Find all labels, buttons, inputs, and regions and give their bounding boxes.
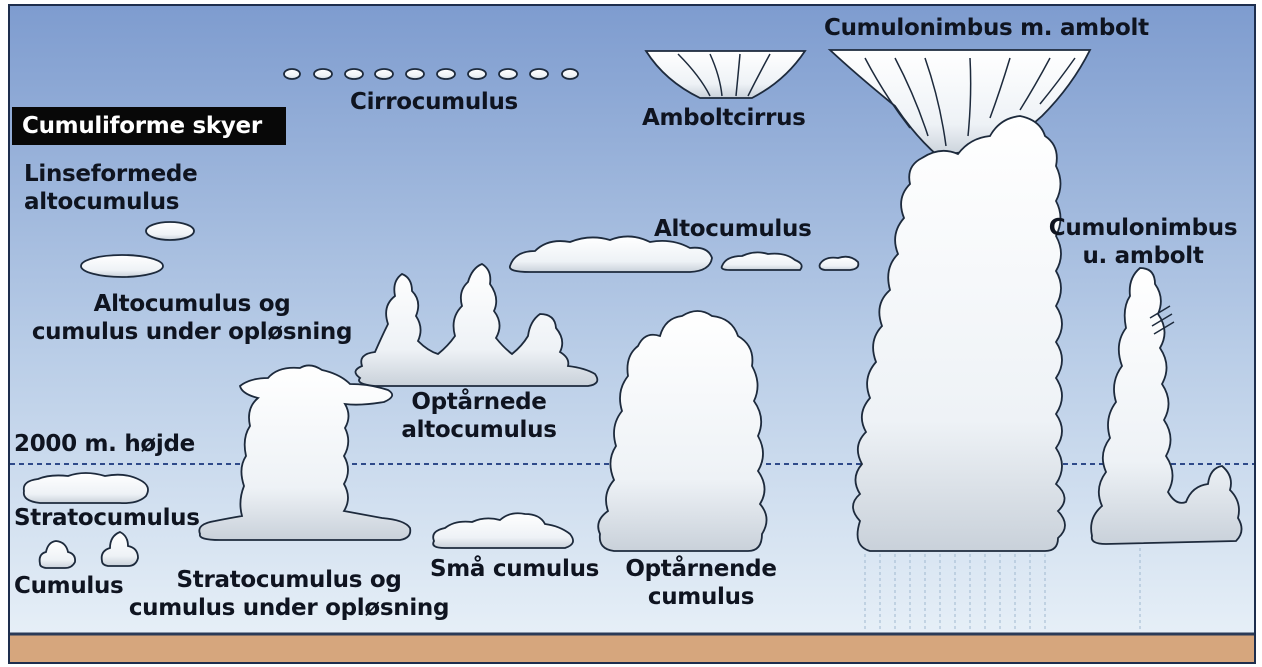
label-line: Cumulonimbus: [1037, 214, 1249, 242]
ground: [10, 634, 1254, 662]
label-stratocumulus: Stratocumulus: [14, 504, 200, 532]
label-line: cumulus: [614, 583, 788, 611]
label-line: cumulus under opløsning: [120, 594, 458, 622]
diagram-title: Cumuliforme skyer: [12, 107, 286, 145]
label-cumulonimbus-no-anvil: Cumulonimbus u. ambolt: [1037, 214, 1249, 270]
label-lenticular-altocumulus: Linseformede altocumulus: [24, 160, 197, 216]
label-line: Optårnende: [614, 555, 788, 583]
label-line: Stratocumulus og: [120, 566, 458, 594]
label-line: cumulus under opløsning: [14, 318, 370, 346]
label-stratocumulus-dissolving: Stratocumulus og cumulus under opløsning: [120, 566, 458, 622]
label-line: u. ambolt: [1037, 242, 1249, 270]
label-line: Optårnede: [388, 388, 570, 416]
label-altocumulus-dissolving: Altocumulus og cumulus under opløsning: [14, 290, 370, 346]
label-line: altocumulus: [388, 416, 570, 444]
label-cirrocumulus: Cirrocumulus: [350, 88, 518, 116]
stratocumulus-cloud: [24, 473, 148, 503]
label-cumulonimbus-anvil: Cumulonimbus m. ambolt: [824, 14, 1149, 42]
diagram-frame: Cumuliforme skyer Cirrocumulus Amboltcir…: [8, 4, 1256, 664]
label-line: Linseformede: [24, 160, 197, 188]
label-line: altocumulus: [24, 188, 197, 216]
label-towering-altocumulus: Optårnede altocumulus: [388, 388, 570, 444]
label-amboltcirrus: Amboltcirrus: [642, 104, 806, 132]
label-altocumulus: Altocumulus: [654, 215, 811, 243]
label-line: Altocumulus og: [14, 290, 370, 318]
label-altitude: 2000 m. højde: [14, 430, 195, 458]
label-cumulus: Cumulus: [14, 572, 123, 600]
label-small-cumulus: Små cumulus: [430, 555, 599, 583]
label-towering-cumulus: Optårnende cumulus: [614, 555, 788, 611]
